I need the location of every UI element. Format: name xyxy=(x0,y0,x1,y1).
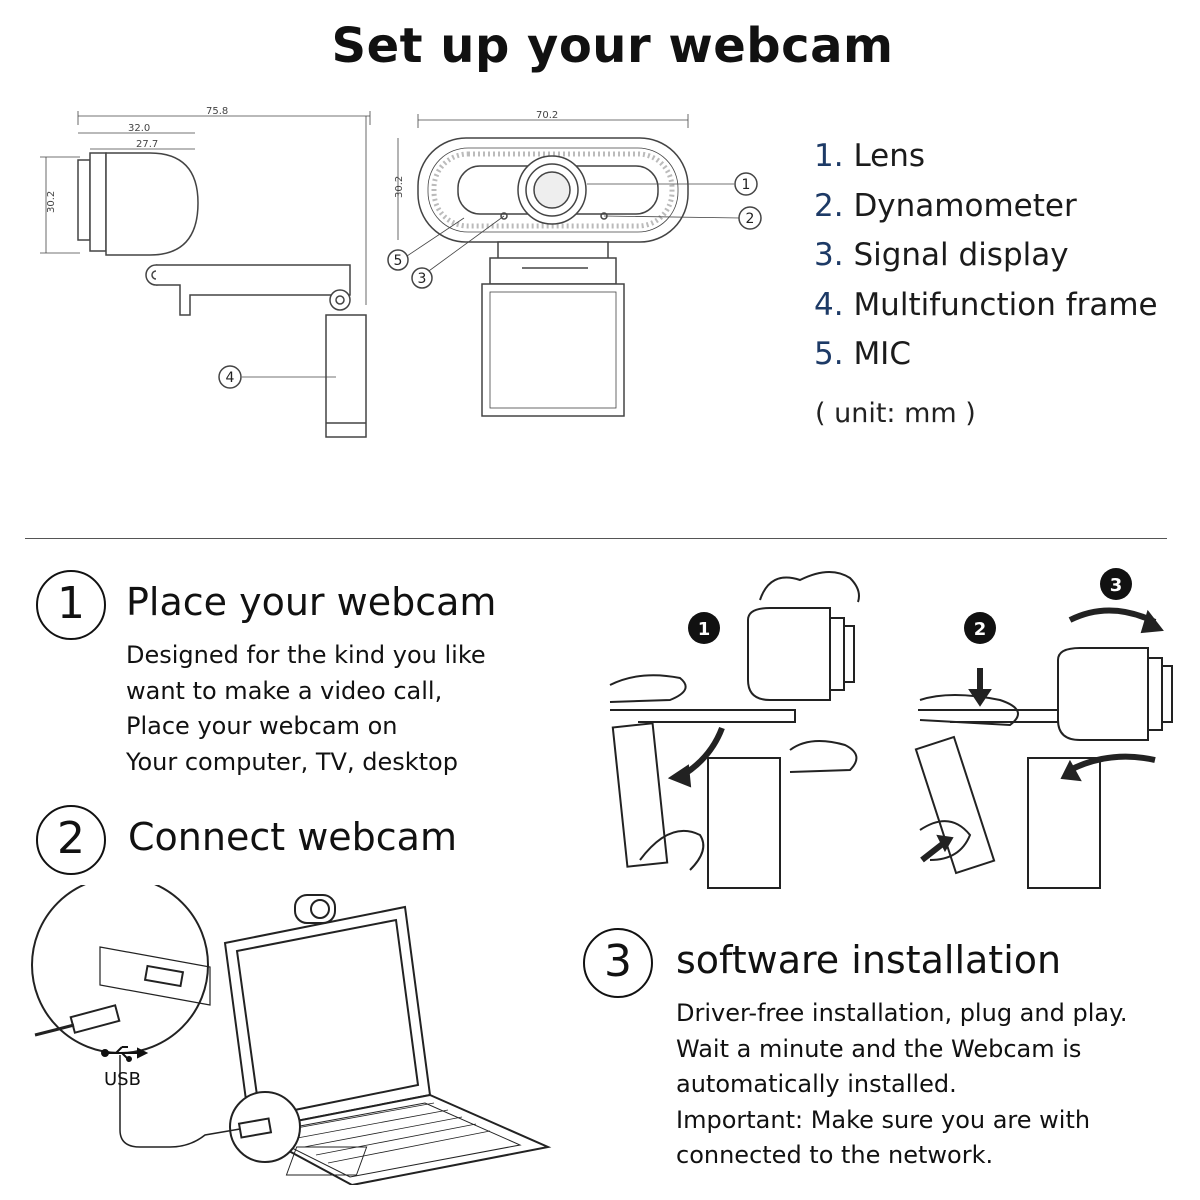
callout-4: 4 xyxy=(226,370,235,386)
usb-icon xyxy=(101,1046,149,1062)
legend-item: 4. Multifunction frame xyxy=(814,286,1158,323)
step-3-text: Driver-free installation, plug and play.… xyxy=(676,999,1128,1169)
usb-label: USB xyxy=(104,1069,141,1090)
legend-item: 5. MIC xyxy=(814,336,911,372)
step-1-text: Designed for the kind you like want to m… xyxy=(126,641,486,776)
mount-badge-2: 2 xyxy=(974,619,987,640)
dim-side-total: 75.8 xyxy=(206,106,228,117)
step-1-title: Place your webcam xyxy=(126,580,497,624)
page-title: Set up your webcam xyxy=(331,18,894,74)
dim-front-height: 30.2 xyxy=(394,176,405,198)
dim-side-height: 30.2 xyxy=(46,191,57,213)
step-2-title: Connect webcam xyxy=(128,815,457,859)
dim-side-depth: 27.7 xyxy=(136,139,158,150)
laptop-usb-illustration: USB xyxy=(31,885,552,1185)
dim-side-body: 32.0 xyxy=(128,123,150,134)
side-view-drawing: 75.8 32.0 27.7 30.2 4 xyxy=(40,106,371,438)
unit-note: ( unit: mm ) xyxy=(815,398,976,429)
legend-item: 2. Dynamometer xyxy=(814,187,1077,224)
mounting-illustration: 1 2 3 xyxy=(609,568,1173,889)
callout-3: 3 xyxy=(418,271,427,287)
legend-item: 3. Signal display xyxy=(814,237,1069,273)
step-2-number: 2 xyxy=(36,805,106,875)
step-3-number: 3 xyxy=(583,928,653,998)
mount-badge-3: 3 xyxy=(1110,575,1123,596)
step-3-title: software installation xyxy=(676,938,1062,982)
dim-front-width: 70.2 xyxy=(536,110,558,121)
front-view-drawing: 70.2 30.2 1 2 5 3 xyxy=(387,110,762,417)
step-1-number: 1 xyxy=(36,570,106,640)
parts-legend: 1. Lens 2. Dynamometer 3. Signal display… xyxy=(814,132,1158,380)
callout-1: 1 xyxy=(742,177,751,193)
section-divider xyxy=(25,538,1167,539)
callout-5: 5 xyxy=(394,253,403,269)
callout-2: 2 xyxy=(746,211,755,227)
mount-badge-1: 1 xyxy=(698,619,711,640)
legend-item: 1. Lens xyxy=(814,138,926,174)
